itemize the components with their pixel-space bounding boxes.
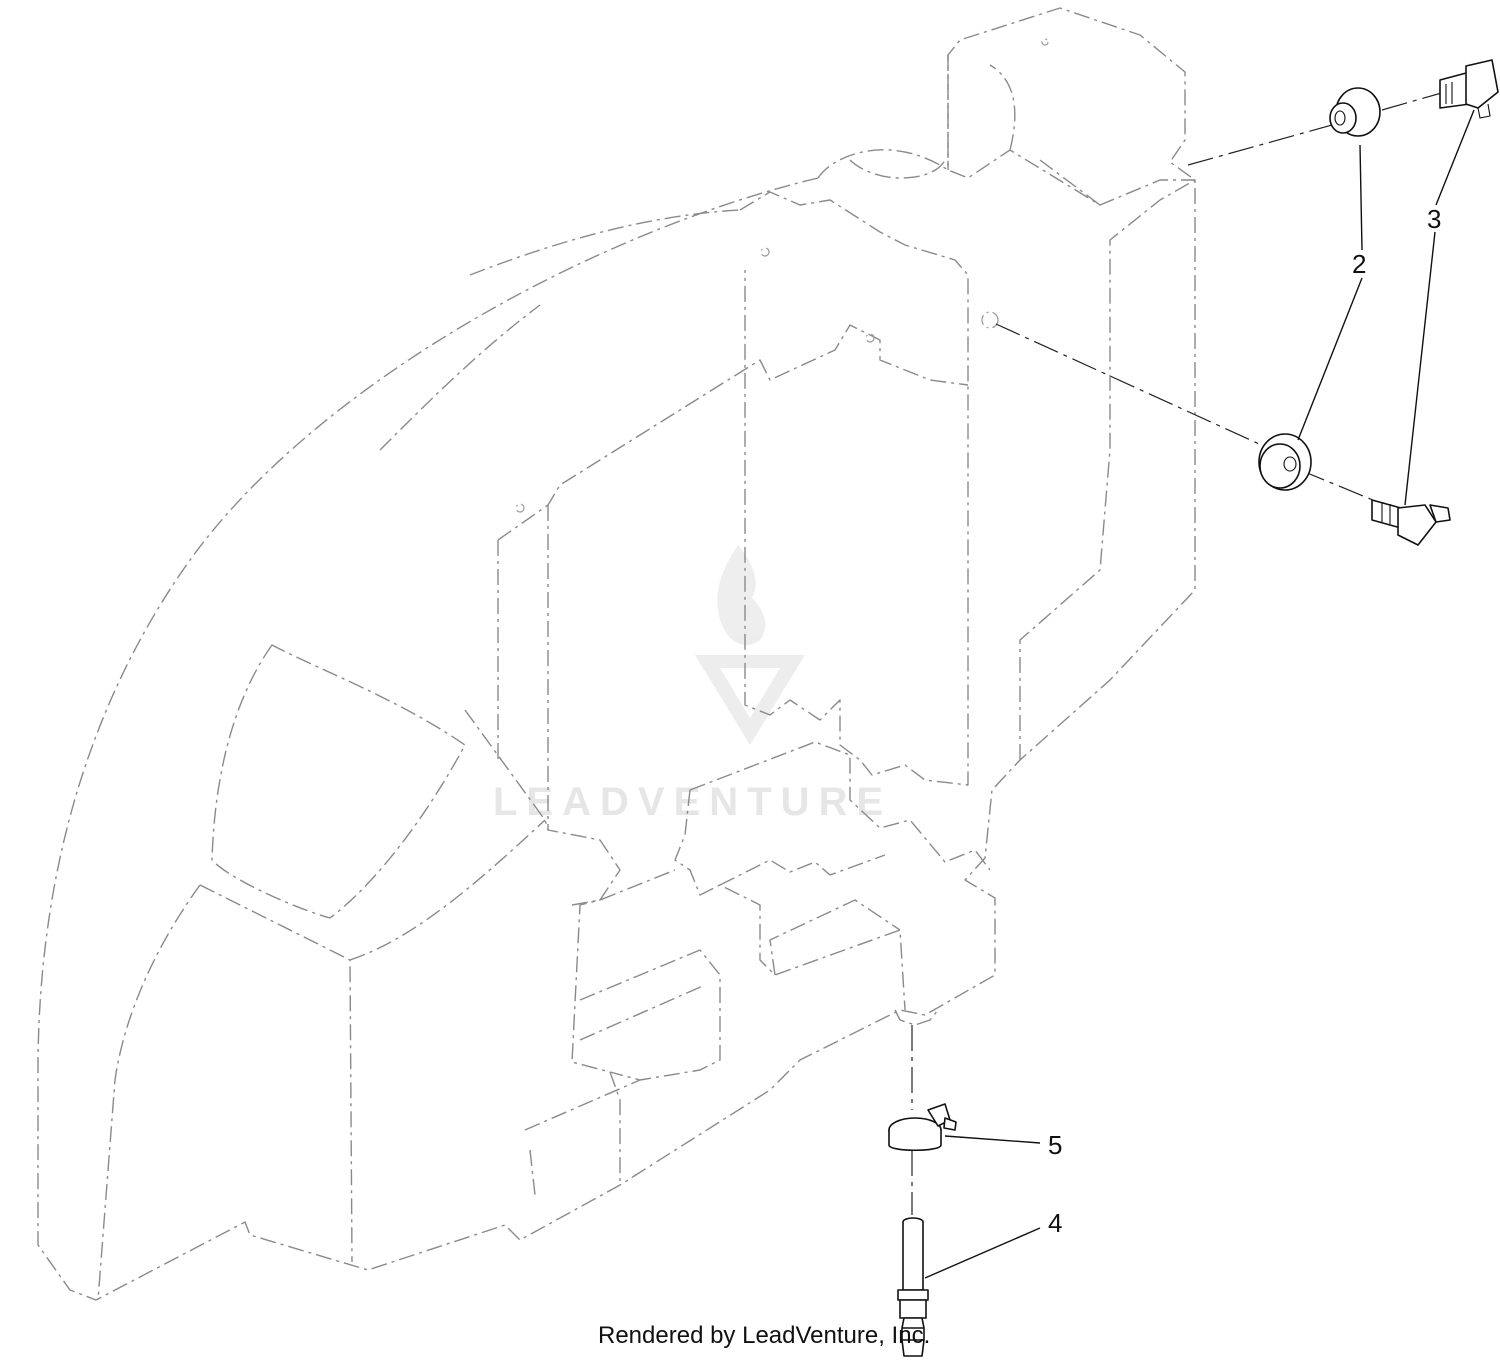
callout-labels: 2 3 4 5 [1048,204,1441,1238]
tank-mount-hole-2 [865,333,875,343]
tank-right-face [1019,179,1196,760]
centerline-middle [995,323,1386,506]
watermark-logo: LEADVENTURE [493,545,892,824]
render-credit: Rendered by LeadVenture, Inc. [598,1322,931,1349]
hose-clamp [888,1103,957,1151]
tank-mount-hole-1 [760,247,770,257]
watermark-v-icon [695,655,805,745]
hose-barb-fitting [897,1217,929,1357]
leader-2-upper [1359,144,1363,251]
assembly-centerlines [911,91,1446,1215]
elbow-fitting-upper [1439,59,1499,119]
callout-2: 2 [1352,249,1366,279]
centerline-top [1187,91,1446,166]
tank-outlet-nipple [894,1009,939,1026]
tank-step-left [497,324,969,541]
leader-2-lower [1297,277,1363,441]
tank-front-bulge [97,819,546,1301]
tank-neck-inner [849,159,946,179]
leader-3-lower [1404,231,1436,506]
tank-inner-panel [547,505,621,1185]
leader-3-upper [1435,109,1475,206]
elbow-fitting-lower [1371,499,1451,546]
watermark-flame-icon [717,545,766,645]
callout-5: 5 [1048,1130,1062,1160]
tank-mount-hole-3 [515,503,525,513]
tank-window [211,644,466,919]
tank-step-mid [464,540,549,831]
tank-grommet-hole [981,311,999,329]
tank-upper-ridge [379,209,741,451]
fuel-tank-outline [37,7,1196,1301]
leader-5 [944,1135,1041,1144]
watermark-text: LEADVENTURE [493,780,892,824]
tank-outer-curve [37,7,1196,1301]
callout-3: 3 [1427,204,1441,234]
grommet-upper [1329,87,1381,137]
tank-top-edge [817,149,1195,206]
leader-4 [924,1227,1041,1279]
tank-mount-hole-4 [1041,38,1049,46]
tank-neck [947,55,1101,206]
grommet-lower [1258,433,1312,491]
callout-4: 4 [1048,1208,1062,1238]
tank-lower-block-2 [719,854,901,976]
leader-lines [924,109,1475,1279]
tank-front-panel [739,191,969,786]
tank-bottom-ledge [524,869,721,1196]
